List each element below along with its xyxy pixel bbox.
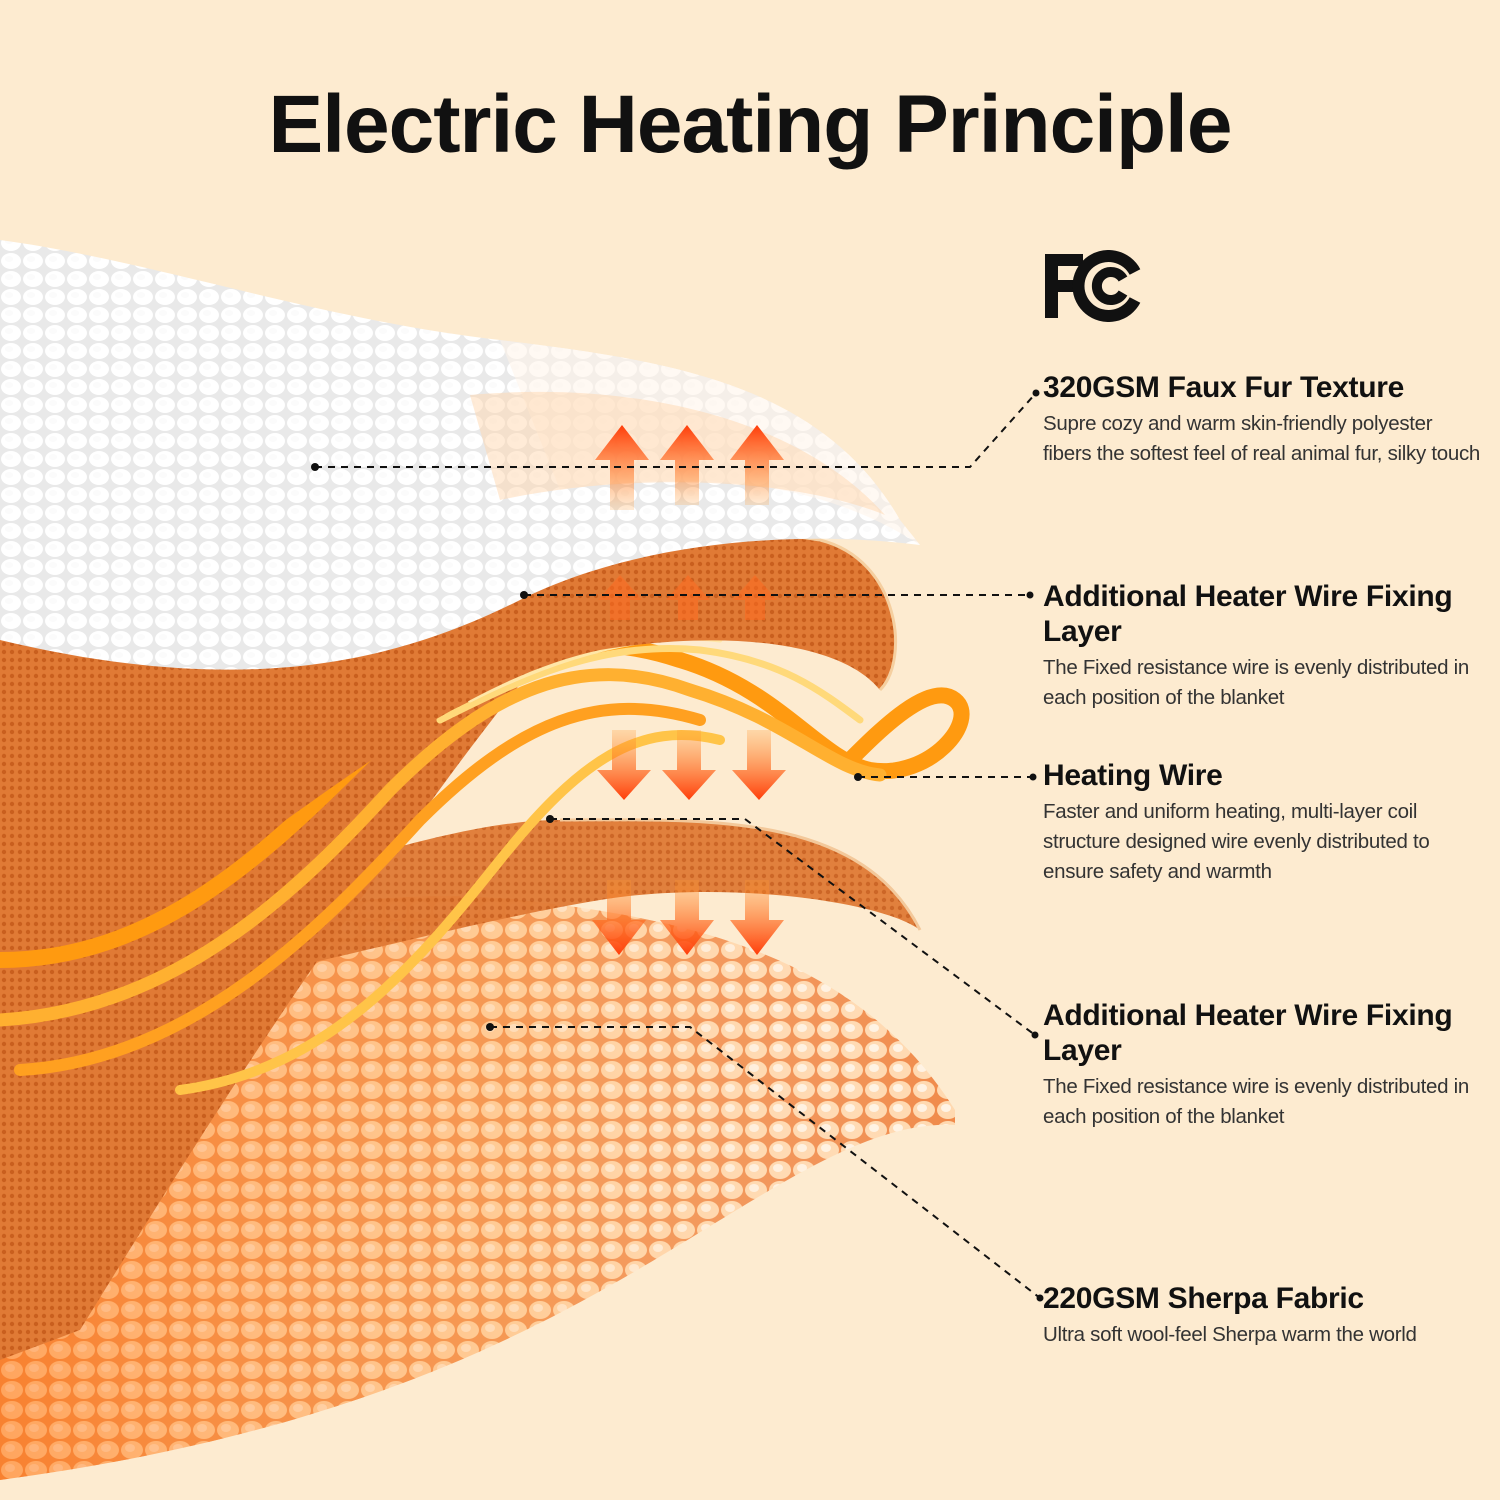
callout-heading: Additional Heater Wire Fixing Layer [1043,999,1453,1067]
callout-description: The Fixed resistance wire is evenly dist… [1043,1075,1469,1128]
callout-description: Supre cozy and warm skin-friendly polyes… [1043,412,1480,465]
heat-arrows-mid [598,575,777,620]
callout-sherpa-fabric: 220GSM Sherpa Fabric Ultra soft wool-fee… [1043,1281,1483,1350]
callout-faux-fur: 320GSM Faux Fur Texture Supre cozy and w… [1043,370,1483,469]
callout-description: The Fixed resistance wire is evenly dist… [1043,656,1469,709]
callout-description: Faster and uniform heating, multi-layer … [1043,800,1430,883]
callout-heading: Heating Wire [1043,759,1223,792]
callout-heading: 220GSM Sherpa Fabric [1043,1282,1364,1315]
callout-lower-fixing-layer: Additional Heater Wire Fixing Layer The … [1043,998,1483,1132]
callout-heading: 320GSM Faux Fur Texture [1043,371,1404,404]
leader-dots [311,389,1044,1302]
heat-arrows-down-lower [592,880,784,955]
heat-arrows-up [595,425,784,510]
heating-wire-coils [0,635,970,1095]
faux-fur-layer [0,240,920,670]
callout-heating-wire: Heating Wire Faster and uniform heating,… [1043,758,1483,887]
page-title: Electric Heating Principle [268,79,1233,170]
callout-description: Ultra soft wool-feel Sherpa warm the wor… [1043,1323,1417,1346]
leader-lines [315,392,1041,1299]
heat-arrows-down-middle [597,730,786,800]
fcc-logo-icon [1045,250,1141,322]
callout-heading: Additional Heater Wire Fixing Layer [1043,580,1453,648]
callout-upper-fixing-layer: Additional Heater Wire Fixing Layer The … [1043,579,1483,713]
